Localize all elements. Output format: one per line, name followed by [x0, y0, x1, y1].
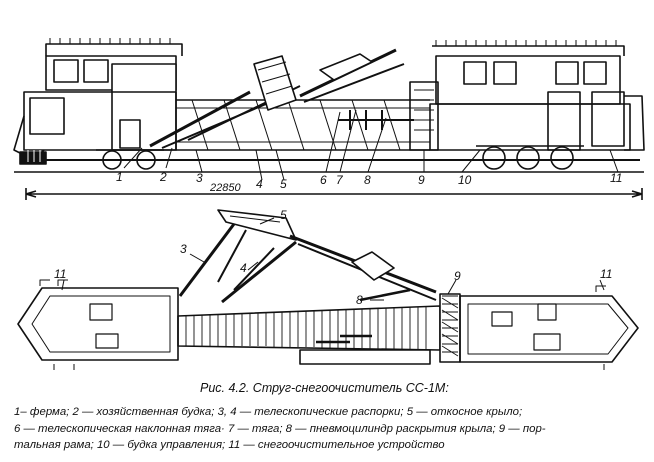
plan-portal-frame: [439, 293, 461, 363]
figure-legend: 1– ферма; 2 — хозяйственная будка; 3, 4 …: [14, 404, 646, 454]
left-bogie: [96, 149, 164, 170]
front-snowplow-right: [624, 95, 645, 151]
side-elevation-view: [13, 38, 645, 200]
right-bogie: [476, 145, 584, 170]
plan-leader-lines: [61, 217, 605, 301]
legend-line: 1– ферма; 2 — хозяйственная будка; 3, 4 …: [14, 406, 523, 418]
side-label: 8: [364, 173, 371, 187]
plan-wing-struts: [178, 209, 437, 304]
truss-frame: [149, 48, 430, 151]
front-snowplow-left: [13, 115, 47, 165]
side-label: 1: [116, 170, 123, 184]
side-label: 3: [196, 171, 203, 185]
plan-right-car: [459, 285, 639, 370]
side-label: 11: [610, 171, 622, 185]
figure-caption: Рис. 4.2. Струг-снегоочиститель СС-1М:: [200, 381, 449, 395]
dimension-line: [25, 188, 643, 200]
plan-label: 5: [280, 208, 287, 222]
side-label: 9: [418, 173, 425, 187]
plan-label: 8: [356, 293, 363, 307]
plan-label: 3: [180, 242, 187, 256]
side-label: 7: [336, 173, 344, 187]
technical-drawing: 22850 1 2 3 4 5 6 7 8 9 10 11 5 3 4 9 8 …: [13, 38, 645, 370]
side-label: 2: [159, 170, 167, 184]
plan-view: [17, 209, 639, 370]
control-cabin: [409, 40, 631, 151]
plan-label: 11: [600, 267, 612, 281]
plan-left-car: [17, 279, 179, 370]
plan-truss-frame: [177, 305, 441, 365]
side-label: 10: [458, 173, 472, 187]
side-label: 4: [256, 177, 263, 191]
dimension-text: 22850: [209, 182, 241, 194]
side-leader-lines: [123, 109, 619, 181]
legend-line: 6 — телескопическая наклонная тяга· 7 — …: [14, 422, 546, 435]
plan-label: 9: [454, 269, 461, 283]
side-label: 5: [280, 177, 287, 191]
utility-cabin: [23, 38, 183, 151]
plan-label: 4: [240, 261, 247, 275]
plan-label: 11: [54, 267, 66, 281]
legend-line: тальная рама; 10 — будка управления; 11 …: [14, 439, 445, 451]
side-label: 6: [320, 173, 327, 187]
